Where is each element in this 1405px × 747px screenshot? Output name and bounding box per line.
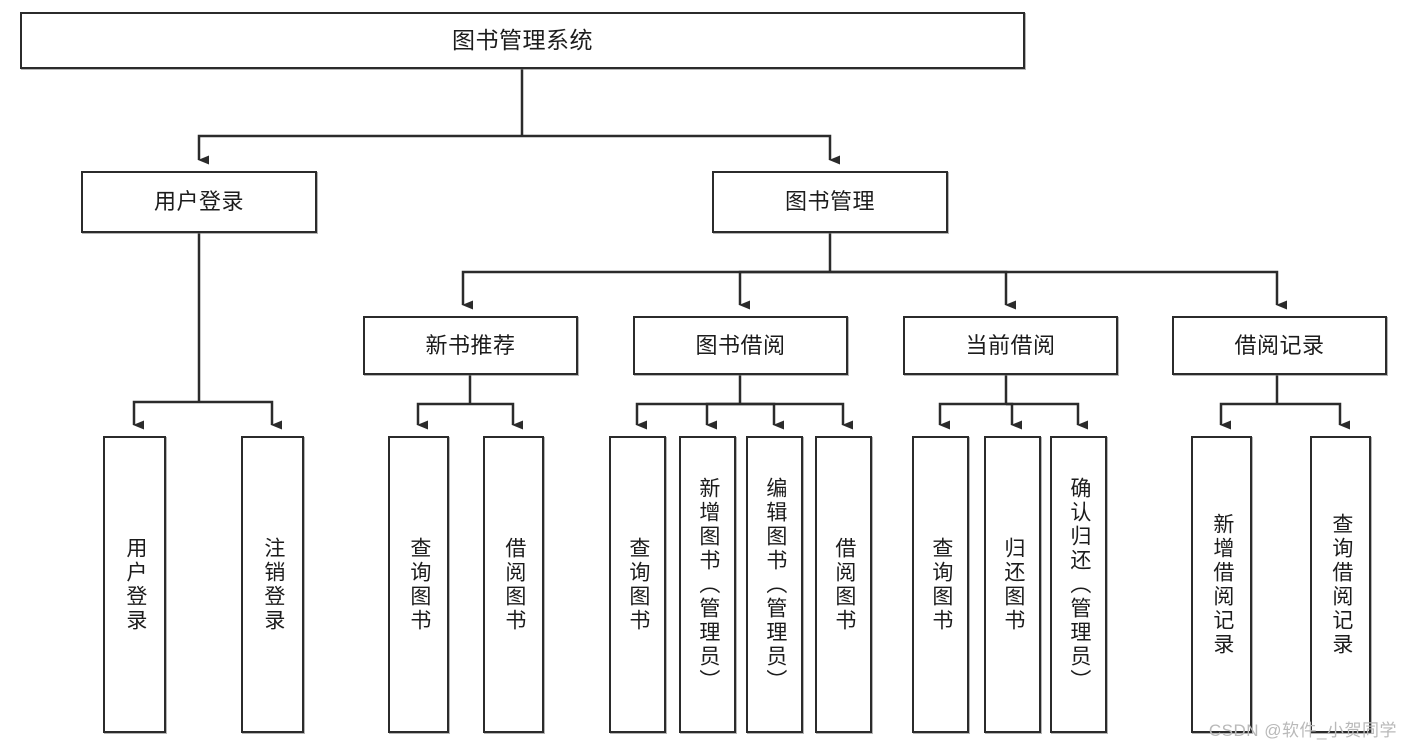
edge-15 (1006, 402, 1022, 430)
node-level2-0-label: 用户登录 (153, 189, 244, 214)
node-level3-1[interactable]: 图书借阅 (633, 316, 848, 375)
edge-10 (635, 402, 740, 430)
node-leaf-5-label: 新增图书（管理员） (696, 476, 720, 693)
node-leaf-7[interactable]: 借阅图书 (815, 436, 872, 733)
edge-8 (416, 402, 470, 430)
node-level2-1-label: 图书管理 (784, 189, 875, 214)
node-leaf-12-label: 查询借阅记录 (1329, 512, 1353, 657)
edge-4 (461, 270, 830, 310)
node-leaf-10-label: 确认归还（管理员） (1067, 476, 1091, 693)
edge-11 (705, 402, 740, 430)
edge-1 (522, 134, 840, 165)
node-level3-2-label: 当前借阅 (965, 332, 1056, 358)
node-leaf-4-label: 查询图书 (626, 536, 650, 633)
node-leaf-12[interactable]: 查询借阅记录 (1310, 436, 1371, 733)
edge-16 (1006, 402, 1088, 430)
node-leaf-0[interactable]: 用户登录 (103, 436, 166, 733)
node-leaf-10[interactable]: 确认归还（管理员） (1050, 436, 1107, 733)
node-leaf-1-label: 注销登录 (261, 536, 285, 633)
node-leaf-8-label: 查询图书 (929, 536, 953, 633)
edge-13 (740, 402, 853, 430)
edge-7 (830, 270, 1287, 310)
node-leaf-2[interactable]: 查询图书 (388, 436, 449, 733)
node-leaf-8[interactable]: 查询图书 (912, 436, 969, 733)
edge-9 (470, 402, 523, 430)
edge-14 (938, 402, 1006, 430)
node-root-label: 图书管理系统 (452, 27, 593, 53)
node-leaf-6-label: 编辑图书（管理员） (763, 476, 787, 693)
node-level3-3[interactable]: 借阅记录 (1172, 316, 1387, 375)
node-level3-0-label: 新书推荐 (425, 332, 516, 358)
edge-12 (740, 402, 784, 430)
edge-17 (1219, 402, 1277, 430)
node-root[interactable]: 图书管理系统 (20, 12, 1025, 69)
edge-3 (199, 400, 282, 430)
node-leaf-5[interactable]: 新增图书（管理员） (679, 436, 736, 733)
node-level2-1[interactable]: 图书管理 (712, 171, 948, 233)
node-leaf-6[interactable]: 编辑图书（管理员） (746, 436, 803, 733)
node-level3-3-label: 借阅记录 (1234, 332, 1325, 358)
node-leaf-9[interactable]: 归还图书 (984, 436, 1041, 733)
edge-6 (830, 270, 1016, 310)
node-leaf-4[interactable]: 查询图书 (609, 436, 666, 733)
node-level3-1-label: 图书借阅 (695, 332, 786, 358)
edge-18 (1277, 402, 1350, 430)
node-leaf-2-label: 查询图书 (407, 536, 431, 633)
node-leaf-11-label: 新增借阅记录 (1210, 512, 1234, 657)
node-leaf-11[interactable]: 新增借阅记录 (1191, 436, 1252, 733)
watermark: CSDN @软件_小贺同学 (1208, 721, 1397, 740)
edge-5 (738, 270, 830, 310)
node-leaf-9-label: 归还图书 (1001, 536, 1025, 633)
node-level3-0[interactable]: 新书推荐 (363, 316, 578, 375)
node-level3-2[interactable]: 当前借阅 (903, 316, 1118, 375)
node-leaf-3[interactable]: 借阅图书 (483, 436, 544, 733)
node-level2-0[interactable]: 用户登录 (81, 171, 317, 233)
edge-2 (132, 400, 199, 430)
node-leaf-7-label: 借阅图书 (832, 536, 856, 633)
node-leaf-0-label: 用户登录 (123, 536, 147, 633)
edge-0 (197, 134, 522, 165)
node-leaf-3-label: 借阅图书 (502, 536, 526, 633)
node-leaf-1[interactable]: 注销登录 (241, 436, 304, 733)
